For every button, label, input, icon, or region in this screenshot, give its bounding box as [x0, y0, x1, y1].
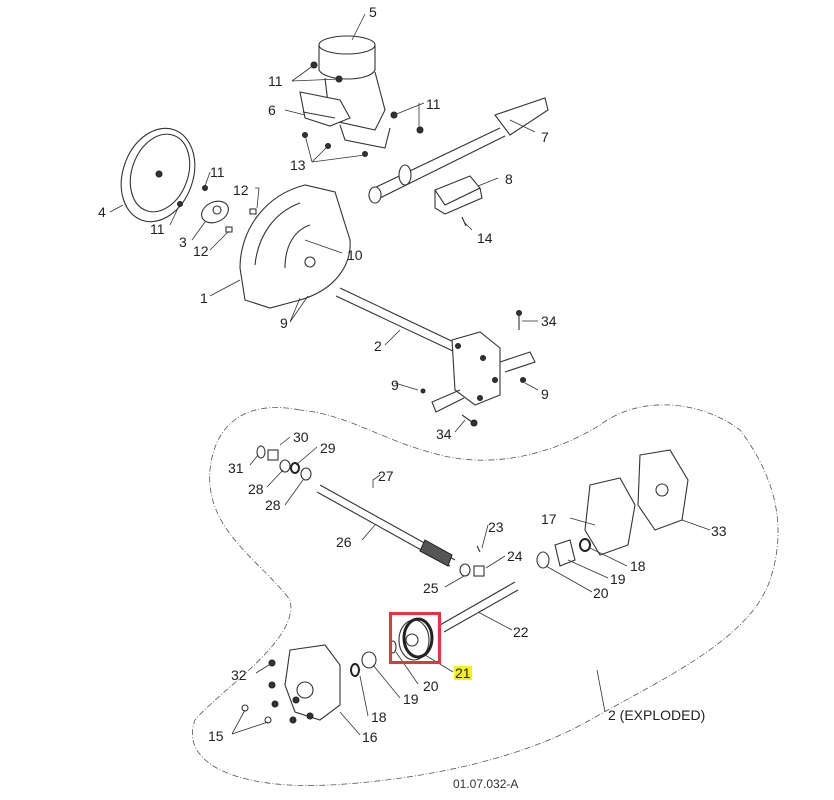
exploded-label: 2 (EXPLODED)	[608, 707, 706, 723]
part-14-pin	[461, 216, 467, 227]
callout-19[interactable]: 19	[610, 571, 626, 587]
callout-14[interactable]: 14	[477, 230, 493, 246]
callout-28[interactable]: 28	[265, 497, 281, 513]
callout-30[interactable]: 30	[293, 429, 309, 445]
exploded-boundary	[192, 404, 779, 786]
callout-18[interactable]: 18	[371, 709, 387, 725]
callout-20[interactable]: 20	[423, 678, 439, 694]
callout-28[interactable]: 28	[248, 481, 264, 497]
callout-26[interactable]: 26	[336, 534, 352, 550]
callout-4[interactable]: 4	[98, 204, 106, 220]
callout-11[interactable]: 11	[268, 73, 283, 89]
callout-8[interactable]: 8	[505, 171, 513, 187]
callout-18[interactable]: 18	[630, 558, 646, 574]
part-7-crank[interactable]	[368, 97, 549, 204]
callout-10[interactable]: 10	[347, 247, 363, 263]
callout-17[interactable]: 17	[541, 511, 557, 527]
leader-lines	[109, 13, 711, 736]
callout-11[interactable]: 11	[210, 164, 225, 180]
callout-7[interactable]: 7	[541, 129, 549, 145]
callout-25[interactable]: 25	[423, 580, 439, 596]
callout-12[interactable]: 12	[233, 182, 249, 198]
callout-24[interactable]: 24	[507, 548, 523, 564]
callout-21-highlighted[interactable]: 21	[454, 665, 472, 681]
callout-34[interactable]: 34	[541, 313, 557, 329]
part-8-bracket[interactable]	[434, 175, 483, 215]
part-2-auger-shaft[interactable]	[335, 287, 536, 413]
callout-33[interactable]: 33	[711, 523, 727, 539]
callout-15[interactable]: 15	[208, 728, 224, 744]
callout-13[interactable]: 13	[290, 157, 306, 173]
highlight-box-part-21	[389, 612, 441, 664]
callout-16[interactable]: 16	[362, 729, 378, 745]
drawing-code: 01.07.032-A	[453, 777, 519, 791]
part-5-chute[interactable]	[318, 35, 391, 149]
part-3-flange[interactable]	[198, 197, 232, 227]
callout-3[interactable]: 3	[179, 234, 187, 250]
callout-22[interactable]: 22	[513, 624, 529, 640]
callout-12[interactable]: 12	[193, 243, 209, 259]
callout-27[interactable]: 27	[378, 468, 394, 484]
callout-34[interactable]: 34	[436, 426, 452, 442]
callout-23[interactable]: 23	[488, 519, 504, 535]
part-6-plate[interactable]	[299, 91, 351, 127]
callout-9[interactable]: 9	[280, 315, 288, 331]
part-4-pulley[interactable]	[109, 118, 208, 232]
callout-32[interactable]: 32	[231, 667, 247, 683]
callout-19[interactable]: 19	[403, 691, 419, 707]
callout-2[interactable]: 2	[374, 338, 382, 354]
callout-9[interactable]: 9	[391, 377, 399, 393]
callout-5[interactable]: 5	[369, 4, 377, 20]
callout-11[interactable]: 11	[426, 96, 441, 112]
callout-31[interactable]: 31	[228, 460, 244, 476]
fasteners-top	[302, 61, 424, 157]
exploded-parts	[241, 445, 689, 724]
callout-20[interactable]: 20	[593, 585, 609, 601]
callout-6[interactable]: 6	[268, 102, 276, 118]
callout-29[interactable]: 29	[320, 440, 336, 456]
part-1-housing[interactable]	[239, 184, 351, 309]
callout-11[interactable]: 11	[150, 221, 165, 237]
callout-1[interactable]: 1	[200, 290, 208, 306]
callout-9[interactable]: 9	[541, 386, 549, 402]
